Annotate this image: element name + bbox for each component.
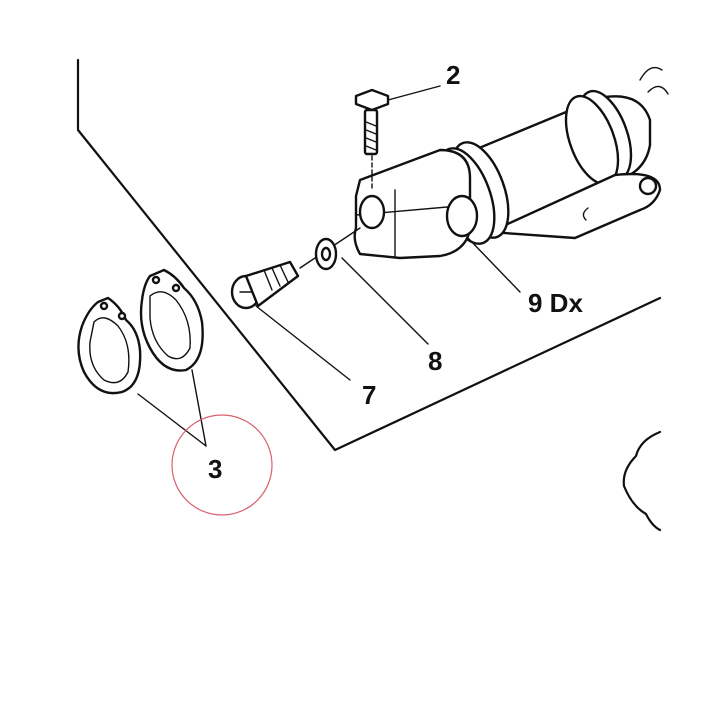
label-3: 3 (208, 454, 222, 484)
shaft-assembly-9dx[interactable] (353, 66, 669, 260)
screw-7[interactable] (230, 227, 361, 310)
highlight-circle (171, 414, 273, 516)
label-2: 2 (446, 60, 460, 90)
bolt-2[interactable] (354, 88, 390, 189)
label-7: 7 (362, 380, 376, 410)
leader-lines (137, 85, 521, 447)
clamp-rings-3[interactable] (77, 268, 204, 395)
label-8: 8 (428, 346, 442, 376)
washer-8[interactable] (314, 237, 338, 271)
label-9dx: 9 Dx (528, 288, 583, 318)
partial-component-right (622, 430, 662, 532)
panel-outline (76, 58, 662, 452)
